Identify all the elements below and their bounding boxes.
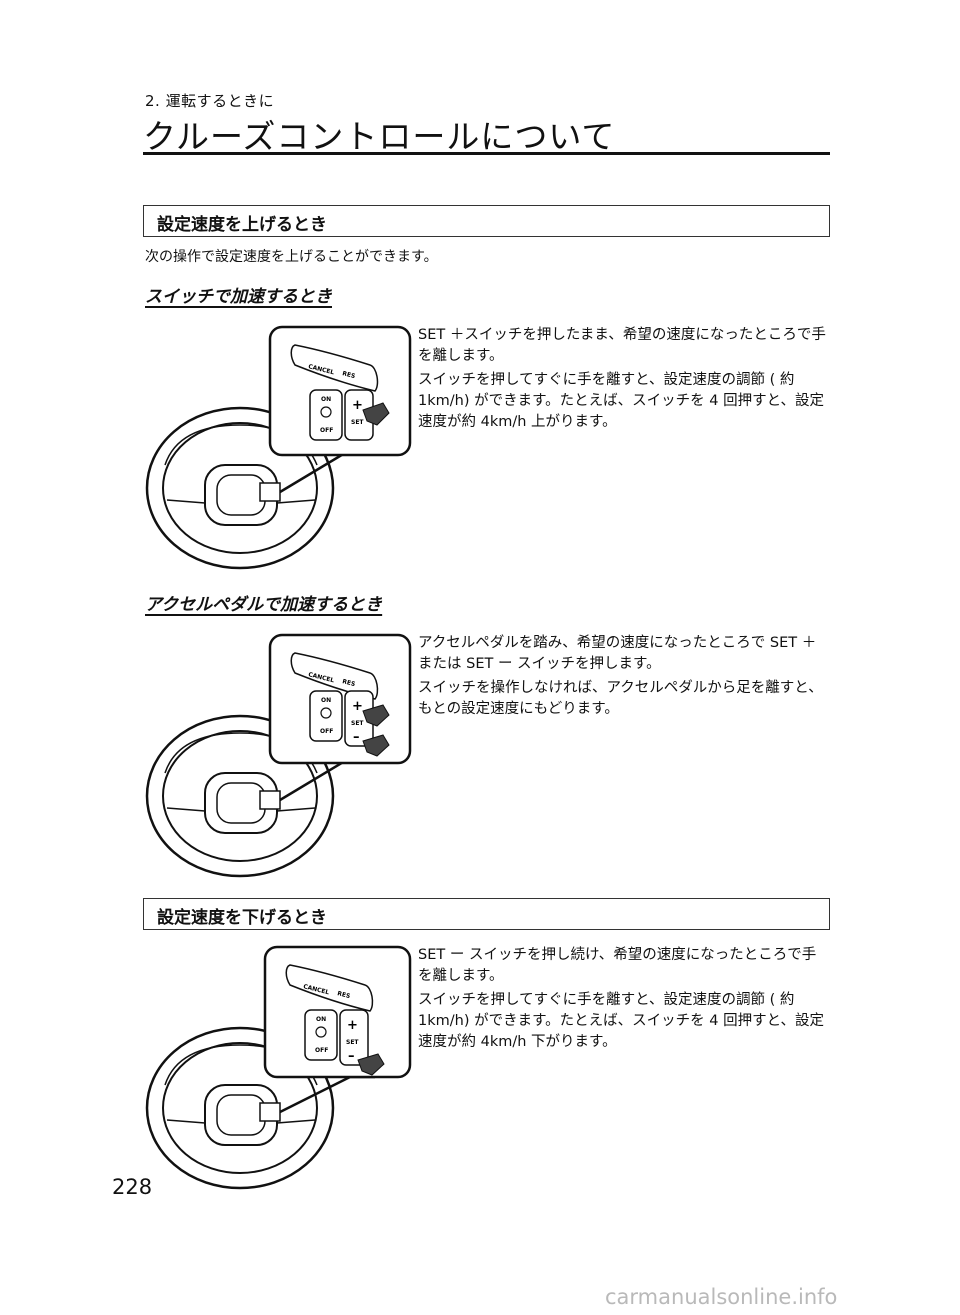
set-label: SET — [351, 419, 364, 426]
set-label: SET — [346, 1039, 359, 1046]
finger-press-icon — [362, 402, 390, 426]
title-underline — [143, 152, 830, 155]
off-label: OFF — [315, 1047, 328, 1054]
res-label: RES — [337, 990, 351, 1000]
section-heading-increase: 設定速度を上げるとき — [143, 205, 830, 237]
decrease-text: SET ー スイッチを押し続け、希望の速度になったところで手を離します。 スイッ… — [418, 945, 830, 1053]
finger-press-icon — [362, 704, 390, 727]
res-label: RES — [342, 370, 356, 380]
switch-accel-text: SET ＋スイッチを押したまま、希望の速度になったところで手を離します。 スイッ… — [418, 325, 830, 433]
minus-label: – — [348, 1049, 355, 1064]
steering-switch-illustration-2: CANCEL RES ON OFF + SET – — [145, 633, 412, 878]
section-heading-decrease-text: 設定速度を下げるとき — [157, 908, 327, 928]
switch-closeup-panel — [263, 945, 412, 1079]
on-label: ON — [321, 697, 331, 704]
res-label: RES — [342, 678, 356, 688]
steering-switch-illustration-1: CANCEL RES ON OFF + SET — [145, 325, 412, 570]
section-heading-decrease: 設定速度を下げるとき — [143, 898, 830, 930]
chapter-label: 2. 運転するときに — [145, 92, 275, 110]
section-heading-increase-text: 設定速度を上げるとき — [157, 215, 327, 235]
plus-label: + — [347, 1018, 358, 1033]
finger-press-icon — [362, 734, 390, 757]
off-label: OFF — [320, 427, 333, 434]
plus-label: + — [352, 398, 363, 413]
switch-accel-detail: スイッチを押してすぐに手を離すと、設定速度の調節 ( 約 1km/h) ができま… — [418, 372, 824, 430]
pedal-accel-lead: アクセルペダルを踏み、希望の速度になったところで SET ＋または SET ー … — [418, 635, 817, 672]
on-label: ON — [316, 1016, 326, 1023]
switch-accel-lead: SET ＋スイッチを押したまま、希望の速度になったところで手を離します。 — [418, 327, 826, 364]
subheading-switch-accel: スイッチで加速するとき — [145, 287, 332, 307]
off-label: OFF — [320, 728, 333, 735]
subheading-pedal-accel: アクセルペダルで加速するとき — [145, 595, 383, 615]
plus-label: + — [352, 699, 363, 714]
page-title: クルーズコントロールについて — [143, 117, 616, 156]
minus-label: – — [353, 730, 360, 745]
decrease-lead: SET ー スイッチを押し続け、希望の速度になったところで手を離します。 — [418, 947, 817, 984]
decrease-detail: スイッチを押してすぐに手を離すと、設定速度の調節 ( 約 1km/h) ができま… — [418, 992, 824, 1050]
on-label: ON — [321, 396, 331, 403]
set-label: SET — [351, 720, 364, 727]
pedal-accel-detail: スイッチを操作しなければ、アクセルペダルから足を離すと、もとの設定速度にもどりま… — [418, 680, 823, 717]
pedal-accel-text: アクセルペダルを踏み、希望の速度になったところで SET ＋または SET ー … — [418, 633, 830, 720]
page-number: 228 — [112, 1175, 153, 1199]
watermark: carmanualsonline.info — [605, 1285, 838, 1309]
steering-switch-illustration-3: CANCEL RES ON OFF + SET – — [145, 945, 412, 1190]
section-intro: 次の操作で設定速度を上げることができます。 — [145, 249, 438, 265]
finger-press-icon — [357, 1053, 385, 1076]
